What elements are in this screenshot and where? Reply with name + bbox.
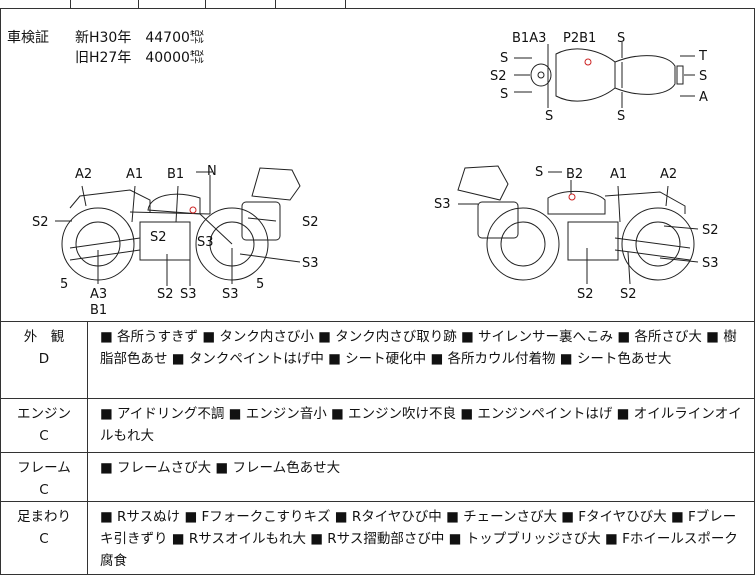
damage-label: N	[207, 164, 217, 179]
damage-label: S	[617, 31, 625, 46]
condition-details: ■ 各所うすきず ■ タンク内さび小 ■ タンク内さび取り跡 ■ サイレンサー裏…	[87, 321, 755, 399]
divider	[275, 0, 276, 8]
damage-diagram: B1A3 P2B1 S S S2 S S S T S A A2 A1 B1 N …	[32, 31, 719, 318]
divider	[345, 0, 346, 8]
condition-details: ■ アイドリング不調 ■ エンジン音小 ■ エンジン吹け不良 ■ エンジンペイン…	[87, 398, 755, 453]
damage-label: S	[500, 51, 508, 66]
condition-grade: C	[39, 531, 49, 547]
damage-label: S	[535, 165, 543, 180]
condition-grade: D	[38, 351, 50, 367]
top-view-leaders	[514, 42, 695, 108]
divider	[70, 0, 71, 8]
damage-label: S	[617, 109, 625, 124]
condition-category-cell: 足まわり C	[0, 501, 88, 575]
condition-row-exterior: 外 観 D ■ 各所うすきず ■ タンク内さび小 ■ タンク内さび取り跡 ■ サ…	[0, 321, 755, 399]
damage-label: S3	[197, 235, 214, 250]
right-view-leaders	[458, 171, 699, 285]
damage-label: S2	[302, 215, 319, 230]
damage-label: S3	[434, 197, 451, 212]
condition-category: 外 観	[23, 329, 65, 345]
damage-label: S3	[702, 256, 719, 271]
damage-label: P2B1	[563, 31, 596, 46]
header-strip	[0, 0, 755, 9]
condition-category-cell: 外 観 D	[0, 321, 88, 399]
inspection-old: 旧H27年 40000㌖	[75, 50, 204, 66]
right-view-labels: S B2 A1 A2 S3 S2 S3 S2 S2	[434, 165, 719, 302]
damage-label: B1	[167, 167, 184, 182]
motorcycle-right-view	[457, 165, 695, 281]
damage-label: A1	[610, 167, 627, 182]
damage-label: S2	[157, 287, 174, 302]
damage-label: S	[500, 87, 508, 102]
condition-category: 足まわり	[17, 509, 71, 525]
damage-label: B1	[90, 303, 107, 318]
damage-label: S2	[32, 215, 49, 230]
damage-label: S3	[180, 287, 197, 302]
condition-row-engine: エンジン C ■ アイドリング不調 ■ エンジン音小 ■ エンジン吹け不良 ■ …	[0, 398, 755, 453]
damage-label: S	[699, 69, 707, 84]
condition-details: ■ Rサスぬけ ■ Fフォークこすりキズ ■ Rタイヤひび中 ■ チェーンさび大…	[87, 501, 755, 575]
condition-category-cell: エンジン C	[0, 398, 88, 453]
condition-row-frame: フレーム C ■ フレームさび大 ■ フレーム色あせ大	[0, 452, 755, 502]
condition-table: 外 観 D ■ 各所うすきず ■ タンク内さび小 ■ タンク内さび取り跡 ■ サ…	[0, 321, 755, 575]
damage-label: S2	[577, 287, 594, 302]
damage-label: S2	[490, 69, 507, 84]
inspection-label: 車検証	[7, 30, 49, 46]
left-view-labels: A2 A1 B1 N S2 S2 S2 S3 S3 5 A3 B1 S2 S3 …	[32, 164, 319, 318]
condition-details: ■ フレームさび大 ■ フレーム色あせ大	[87, 452, 755, 502]
damage-label: T	[698, 49, 707, 64]
damage-label: S3	[222, 287, 239, 302]
damage-label: A2	[75, 167, 92, 182]
divider	[205, 0, 206, 8]
damage-label: A	[699, 90, 708, 105]
damage-label: 5	[60, 277, 68, 292]
damage-label: 5	[256, 277, 264, 292]
damage-label: A3	[90, 287, 107, 302]
damage-label: S2	[702, 223, 719, 238]
damage-label: S2	[620, 287, 637, 302]
damage-label: B2	[566, 167, 583, 182]
condition-category: エンジン	[17, 406, 71, 422]
condition-grade: C	[39, 482, 49, 498]
condition-row-suspension: 足まわり C ■ Rサスぬけ ■ Fフォークこすりキズ ■ Rタイヤひび中 ■ …	[0, 501, 755, 575]
top-view-labels: B1A3 P2B1 S S S2 S S S T S A	[490, 31, 708, 124]
left-view-leaders	[55, 171, 301, 286]
inspection-new: 新H30年 44700㌖	[75, 30, 204, 46]
condition-grade: C	[39, 428, 49, 444]
motorcycle-left-view	[61, 167, 301, 281]
damage-label: S2	[150, 230, 167, 245]
damage-label: S	[545, 109, 553, 124]
condition-category-cell: フレーム C	[0, 452, 88, 502]
condition-category: フレーム	[17, 460, 71, 476]
motorcycle-top-view	[530, 44, 684, 106]
damage-label: B1A3	[512, 31, 546, 46]
damage-label: S3	[302, 256, 319, 271]
damage-label: A2	[660, 167, 677, 182]
damage-label: A1	[126, 167, 143, 182]
divider	[138, 0, 139, 8]
